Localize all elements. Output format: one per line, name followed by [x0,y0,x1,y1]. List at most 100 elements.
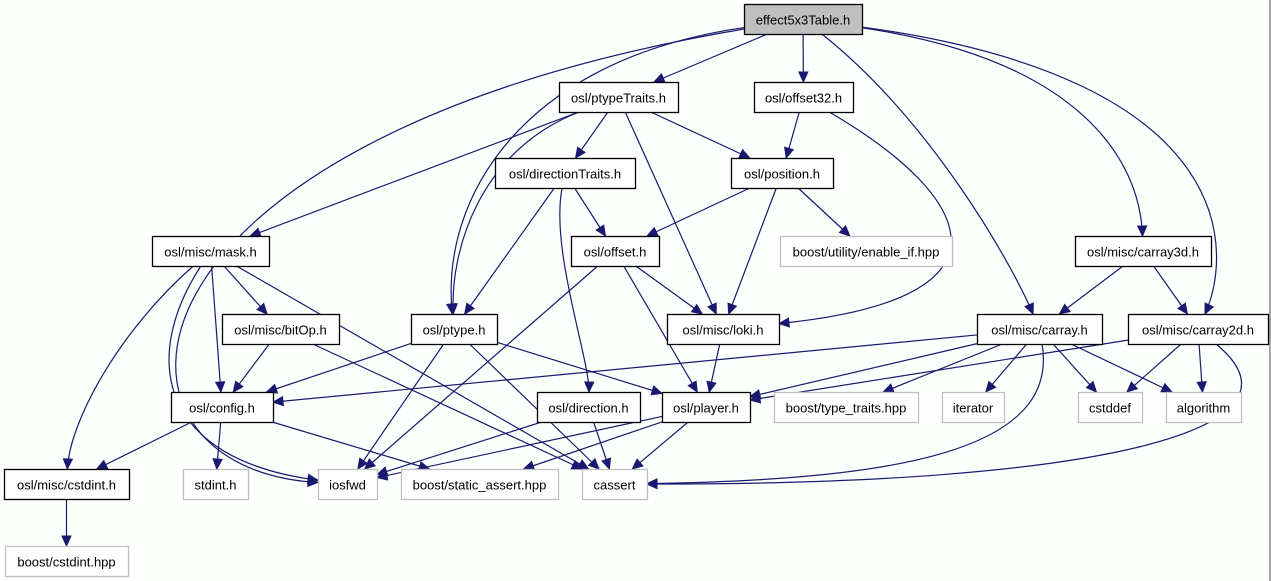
edge-ptype-to-player [496,341,663,394]
node-bitOp[interactable]: osl/misc/bitOp.h [221,313,341,346]
edge-player-to-iosfwd [376,415,663,479]
edge-directionTraits-to-direction [559,187,590,393]
node-box [743,3,864,36]
edge-ptypeTraits-to-mask [250,111,579,237]
node-config[interactable]: osl/config.h [170,391,275,424]
nodes-layer: effect5x3Table.h osl/ptypeTraits.h osl/off… [3,3,1270,578]
edge-carray3d-to-carray [1059,265,1124,315]
node-label: osl/misc/mask.h [164,245,256,260]
node-cstdint[interactable]: osl/misc/cstdint.h [3,468,131,501]
node-carray2d[interactable]: osl/misc/carray2d.h [1127,313,1270,346]
edge-carray-to-cassert [646,343,1044,485]
edge-ptypeTraits-to-loki [624,111,717,315]
arrowhead-cassert [631,458,644,470]
edge-ptype-to-iosfwd [357,343,445,470]
node-box [221,313,341,346]
arrowhead-cstddef [1126,381,1139,393]
arrowhead-config [214,381,226,394]
arrowhead-offset32 [798,71,809,84]
arrowhead-stdint [212,458,223,471]
edge-mask-to-cassert [236,265,589,470]
arrowhead-enable_if [838,224,851,237]
node-label: iosfwd [329,478,366,493]
node-box [661,391,752,424]
edge-root-to-ptypeTraits [653,33,768,83]
arrowhead-loki [707,302,717,316]
arrowhead-carray2d [1177,302,1189,315]
node-loki[interactable]: osl/misc/loki.h [666,313,781,346]
node-box [4,545,130,578]
arrowhead-cassert [570,459,584,470]
edge-root-to-carray [821,33,1034,315]
node-offset[interactable]: osl/offset.h [570,235,661,268]
node-box [976,313,1104,346]
node-label: osl/misc/cstdint.h [17,478,116,493]
node-type_traits: boost/type_traits.hpp [773,391,920,424]
node-label: osl/offset.h [584,245,647,260]
node-label: boost/static_assert.hpp [413,478,547,493]
edge-carray-to-type_traits [882,343,1003,393]
edge-offset32-to-loki [778,111,952,325]
edge-offset-to-loki [635,265,703,315]
edge-mask-to-bitOp [223,265,268,315]
node-player[interactable]: osl/player.h [661,391,752,424]
edge-root-to-carray2d [861,26,1218,315]
node-iterator: iterator [941,391,1006,424]
edge-carray2d-to-cstddef [1126,343,1182,393]
node-direction[interactable]: osl/direction.h [536,391,642,424]
node-static_assert: boost/static_assert.hpp [400,468,560,501]
edge-directionTraits-to-ptype [464,187,555,315]
node-label: boost/type_traits.hpp [786,401,907,416]
arrowhead-bitOp [256,302,268,315]
edge-carray-to-algorithm [1070,343,1173,393]
arrowhead-offset [646,226,659,237]
arrowhead-cassert [601,457,612,471]
edge-config-to-static_assert [271,421,430,470]
node-carray3d[interactable]: osl/misc/carray3d.h [1074,235,1213,268]
arrowhead-iosfwd [363,458,377,470]
node-position[interactable]: osl/position.h [730,157,835,190]
arrowhead-cstddef [1085,380,1098,393]
edge-position-to-enable_if [797,187,851,237]
node-box [1077,391,1144,424]
node-ptypeTraits[interactable]: osl/ptypeTraits.h [558,81,680,114]
arrowhead-cassert [645,478,658,490]
node-box [558,81,680,114]
node-box [730,157,835,190]
node-carray[interactable]: osl/misc/carray.h [976,313,1104,346]
edge-root-to-ptype [450,26,745,315]
node-offset32[interactable]: osl/offset32.h [753,81,855,114]
edge-player-to-static_assert [523,421,663,470]
node-label: osl/misc/carray.h [991,323,1088,338]
node-label: osl/ptypeTraits.h [571,91,666,106]
node-box [3,468,131,501]
edge-ptype-to-config [266,342,412,393]
node-box [773,391,920,424]
node-box [317,468,379,501]
node-directionTraits[interactable]: osl/directionTraits.h [494,157,637,190]
node-box [400,468,560,501]
edge-mask-to-cstdint [66,265,194,470]
edge-offset-to-iosfwd [364,265,599,470]
edge-direction-to-iosfwd [376,421,542,476]
arrowhead-carray [1058,303,1071,315]
node-label: osl/position.h [744,167,820,182]
arrowhead-directionTraits [574,146,586,159]
node-ptype[interactable]: osl/ptype.h [410,313,499,346]
edge-bitOp-to-cassert [312,343,583,470]
arrowhead-ptype [447,303,458,316]
edge-carray2d-to-player [749,339,1129,401]
edge-ptypeTraits-to-ptype [452,111,580,315]
arrowhead-ptypeTraits [652,73,666,83]
edge-carray-to-player [749,343,978,398]
node-box [151,235,271,268]
arrowhead-carray2d [1204,302,1215,316]
arrowhead-iosfwd [375,470,389,481]
node-iosfwd: iosfwd [317,468,379,501]
node-label: osl/direction.h [548,401,628,416]
node-root[interactable]: effect5x3Table.h [743,3,864,36]
node-mask[interactable]: osl/misc/mask.h [151,235,271,268]
node-label: cstddef [1089,401,1131,416]
node-box [1074,235,1213,268]
